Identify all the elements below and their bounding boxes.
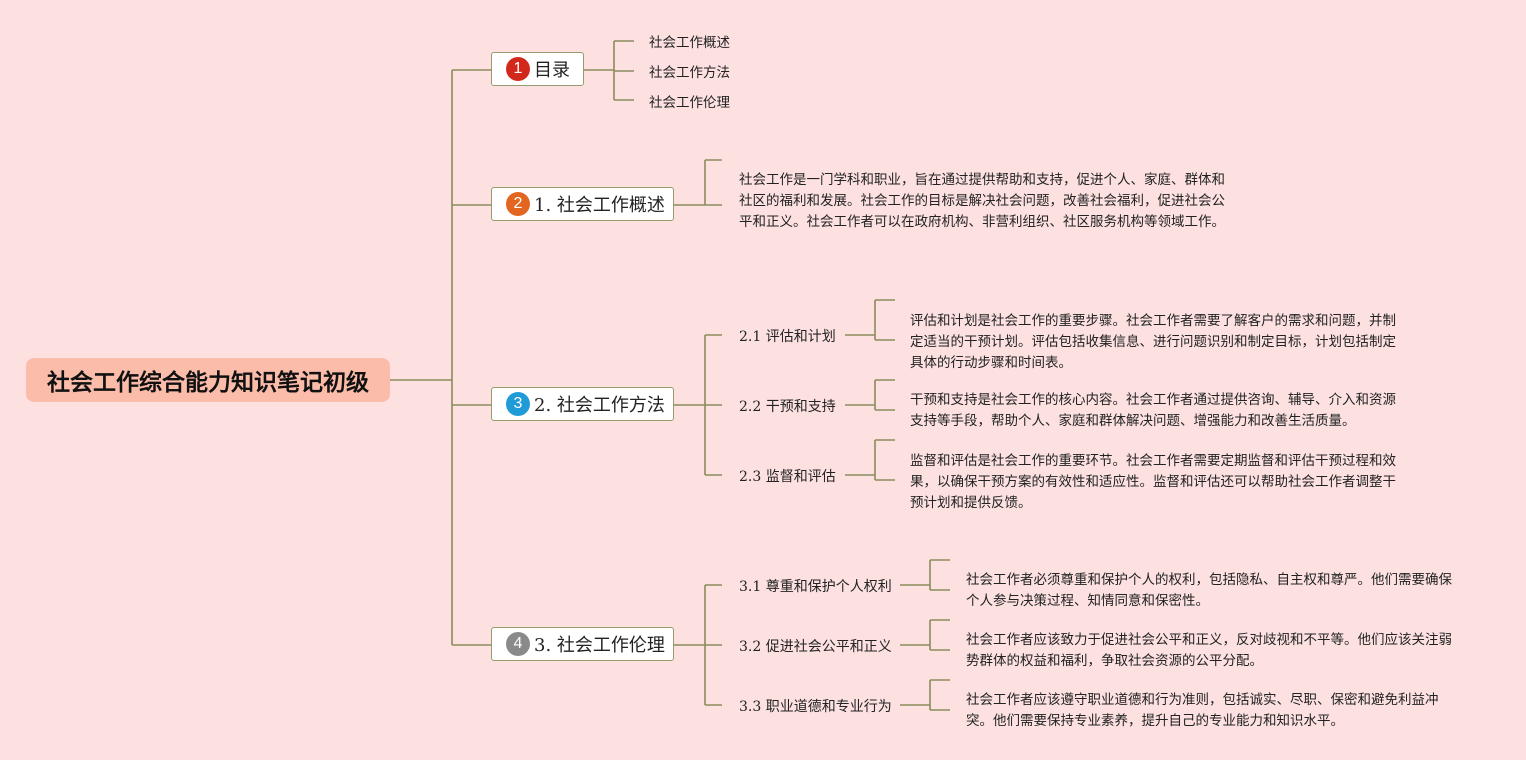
- branch-toc[interactable]: 1 目录: [491, 52, 584, 86]
- subtopic-text: 社会工作者应该遵守职业道德和行为准则，包括诚实、尽职、保密和避免利益冲突。他们需…: [966, 692, 1439, 729]
- toc-item[interactable]: 社会工作方法: [649, 65, 730, 81]
- branch-label: 2. 社会工作方法: [534, 395, 665, 416]
- branch-methods[interactable]: 3 2. 社会工作方法: [491, 387, 674, 421]
- subtopic-label[interactable]: 2.1 评估和计划: [739, 329, 836, 345]
- subtopic-label[interactable]: 3.3 职业道德和专业行为: [739, 699, 892, 715]
- number-badge-icon: 2: [506, 192, 530, 216]
- subtopic-text: 监督和评估是社会工作的重要环节。社会工作者需要定期监督和评估干预过程和效果，以确…: [910, 453, 1396, 511]
- branch-ethics[interactable]: 4 3. 社会工作伦理: [491, 627, 674, 661]
- toc-item[interactable]: 社会工作伦理: [649, 95, 730, 111]
- subtopic-text: 干预和支持是社会工作的核心内容。社会工作者通过提供咨询、辅导、介入和资源支持等手…: [910, 392, 1396, 429]
- subtopic-label[interactable]: 3.1 尊重和保护个人权利: [739, 579, 892, 595]
- subtopic-label[interactable]: 2.2 干预和支持: [739, 399, 836, 415]
- number-badge-icon: 3: [506, 392, 530, 416]
- number-badge-icon: 4: [506, 632, 530, 656]
- subtopic-text: 评估和计划是社会工作的重要步骤。社会工作者需要了解客户的需求和问题，并制定适当的…: [910, 313, 1396, 371]
- branch-overview[interactable]: 2 1. 社会工作概述: [491, 187, 674, 221]
- subtopic-text: 社会工作者应该致力于促进社会公平和正义，反对歧视和不平等。他们应该关注弱势群体的…: [966, 632, 1452, 669]
- branch-label: 1. 社会工作概述: [534, 195, 665, 216]
- number-badge-icon: 1: [506, 57, 530, 81]
- toc-item[interactable]: 社会工作概述: [649, 35, 730, 51]
- overview-text: 社会工作是一门学科和职业，旨在通过提供帮助和支持，促进个人、家庭、群体和社区的福…: [739, 172, 1225, 230]
- root-topic[interactable]: 社会工作综合能力知识笔记初级: [26, 358, 390, 402]
- subtopic-label[interactable]: 3.2 促进社会公平和正义: [739, 639, 892, 655]
- branch-label: 目录: [534, 60, 570, 81]
- root-title: 社会工作综合能力知识笔记初级: [47, 370, 369, 396]
- subtopic-text: 社会工作者必须尊重和保护个人的权利，包括隐私、自主权和尊严。他们需要确保个人参与…: [966, 572, 1452, 609]
- branch-label: 3. 社会工作伦理: [534, 635, 665, 656]
- subtopic-label[interactable]: 2.3 监督和评估: [739, 469, 836, 485]
